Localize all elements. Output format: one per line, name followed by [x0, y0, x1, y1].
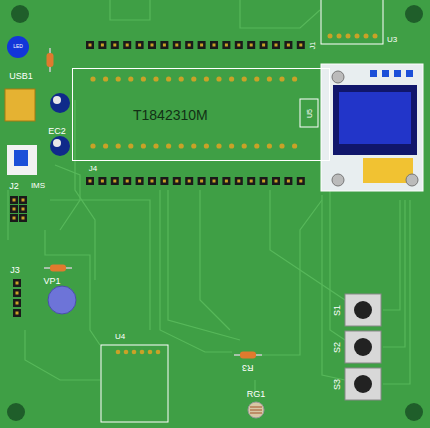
push-button	[345, 368, 381, 400]
module-pads	[90, 76, 297, 148]
module-label: T1842310M	[133, 107, 208, 123]
pin-header	[86, 41, 305, 49]
push-button	[345, 294, 381, 326]
silkscreen-label: J3	[10, 266, 20, 275]
copper-trace	[330, 190, 345, 340]
resistor-symbol	[47, 48, 54, 72]
usb-connector	[5, 89, 35, 121]
antenna-outline	[300, 99, 318, 127]
silkscreen-label: RG1	[247, 390, 266, 399]
silkscreen-label: U5	[305, 109, 312, 118]
slide-switch	[7, 145, 37, 175]
mounting-hole	[405, 403, 423, 421]
resistor-symbol	[234, 352, 262, 359]
mounting-hole	[7, 403, 25, 421]
pin-header	[10, 196, 18, 222]
silkscreen-label: J4	[89, 165, 97, 173]
silkscreen-label: S1	[333, 304, 342, 315]
electrolytic-capacitor	[50, 93, 70, 113]
push-button	[345, 331, 381, 363]
pin-header	[13, 279, 21, 317]
silkscreen-label: J2	[9, 182, 19, 191]
sensor-module	[101, 345, 168, 422]
photoresistor	[248, 402, 264, 418]
connector-u3	[321, 0, 383, 44]
potentiometer	[48, 286, 76, 314]
silkscreen-label: LED	[13, 44, 23, 49]
silkscreen-label: U3	[387, 36, 397, 44]
silkscreen-label: USB1	[9, 72, 33, 81]
electrolytic-capacitor	[50, 136, 70, 156]
copper-trace	[270, 190, 345, 300]
copper-trace	[75, 100, 95, 280]
resistor-symbol	[44, 265, 72, 272]
oled-display	[321, 64, 423, 191]
silkscreen-label: U4	[115, 333, 125, 341]
copper-trace	[383, 200, 400, 310]
pin-header	[19, 196, 27, 222]
copper-trace	[55, 165, 80, 230]
copper-trace	[262, 200, 322, 355]
silkscreen-label: IMS	[31, 182, 45, 190]
led	[7, 36, 29, 58]
silkscreen-label: R3	[242, 363, 254, 372]
copper-trace	[25, 330, 100, 380]
module-outline: T1842310M	[72, 68, 330, 161]
copper-trace	[200, 190, 230, 330]
copper-trace	[383, 200, 405, 347]
silkscreen-label: S3	[333, 378, 342, 389]
silkscreen-label: VP1	[43, 277, 60, 286]
copper-trace	[383, 200, 410, 384]
silkscreen-label: S2	[333, 341, 342, 352]
copper-trace	[168, 190, 240, 340]
mounting-hole	[11, 5, 29, 23]
copper-trace	[322, 195, 345, 380]
silkscreen-label: J1	[310, 41, 317, 48]
copper-trace	[240, 0, 320, 28]
copper-trace	[45, 230, 100, 345]
mounting-hole	[405, 5, 423, 23]
pin-header	[86, 177, 305, 185]
copper-trace	[7, 190, 8, 240]
silkscreen-label: EC2	[48, 127, 66, 136]
copper-trace	[110, 0, 150, 20]
